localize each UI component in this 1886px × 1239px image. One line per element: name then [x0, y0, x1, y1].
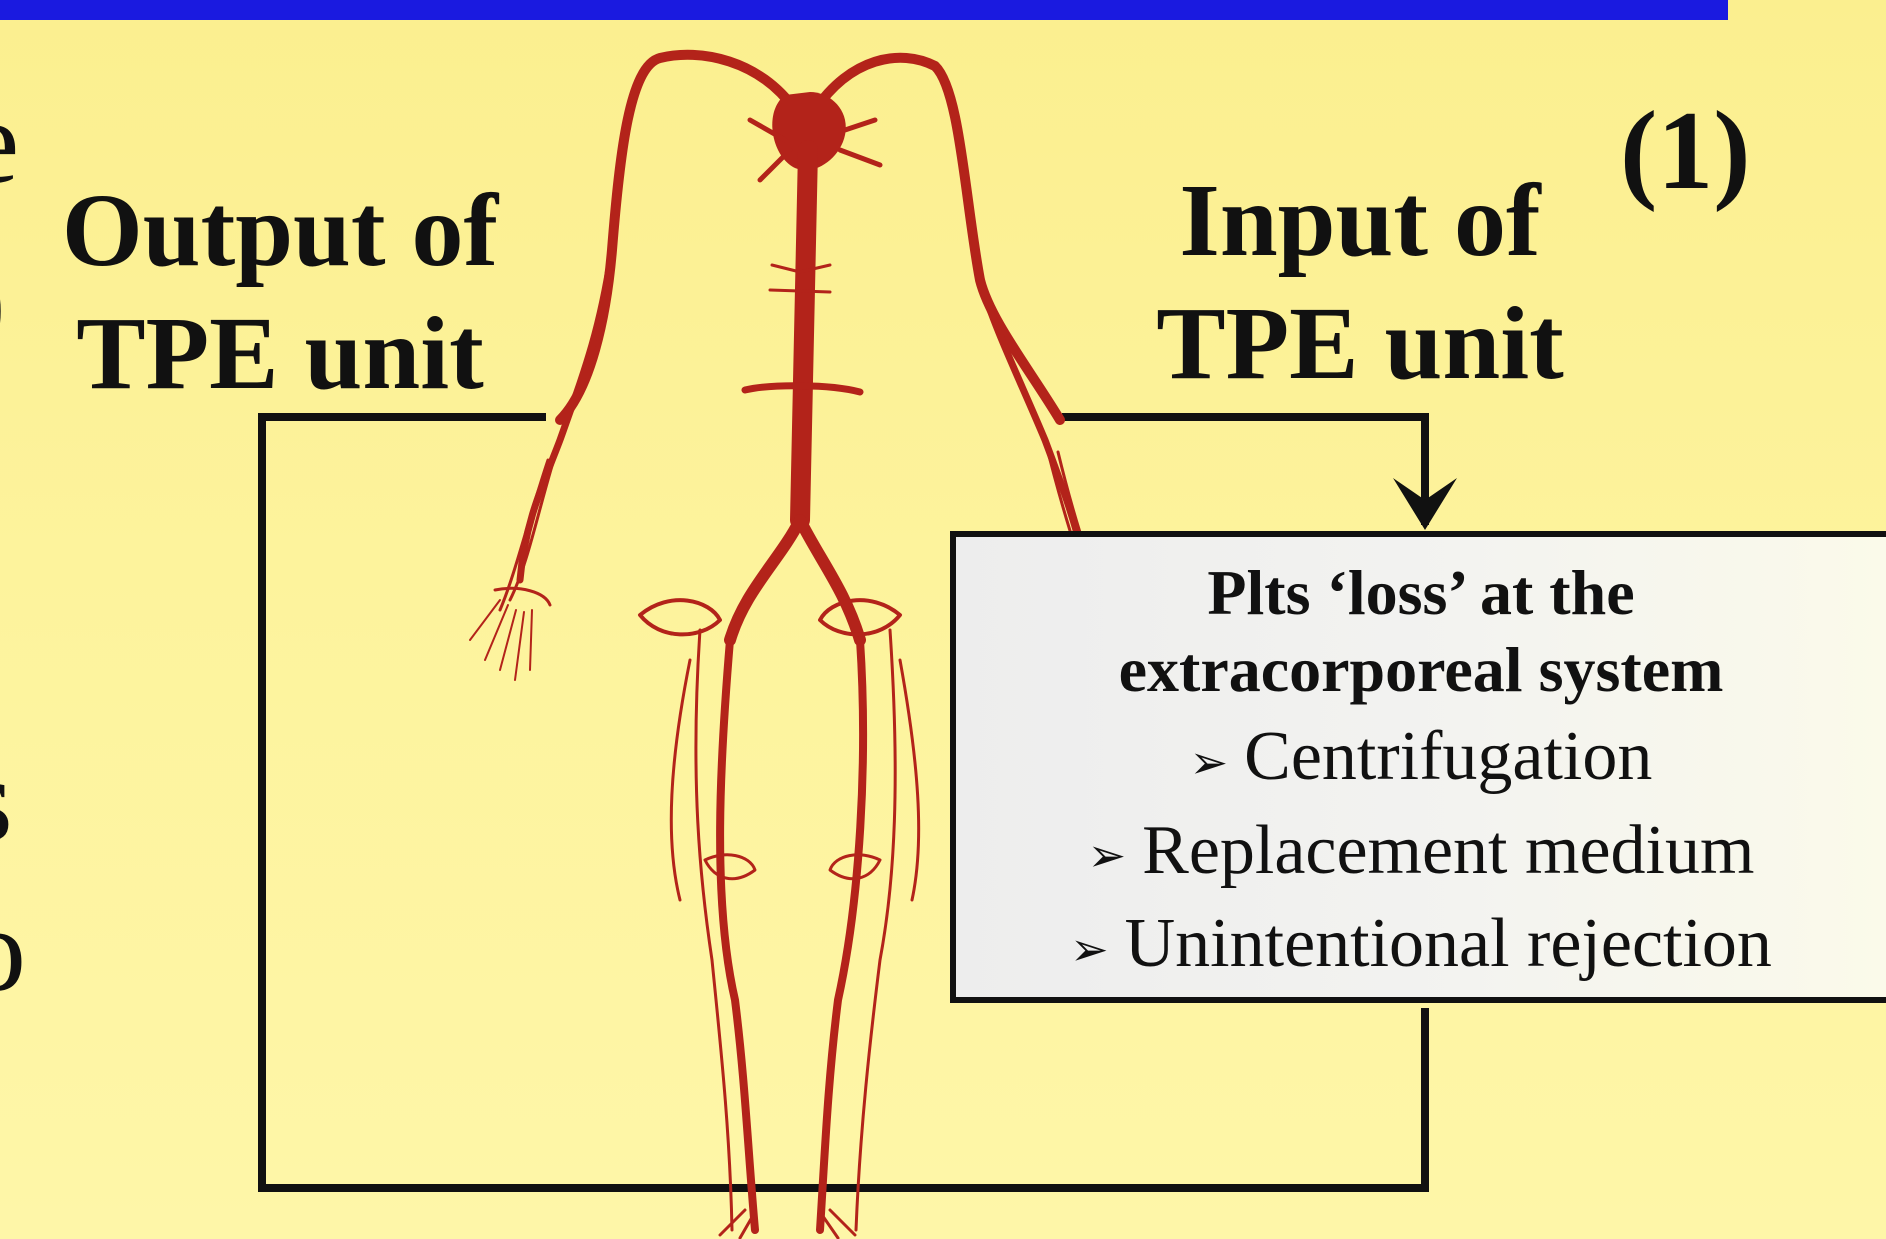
arrow-bullet-icon: ➢ — [1088, 830, 1127, 881]
leg-right-main — [820, 640, 863, 1230]
title-line1: Plts ‘loss’ at the — [956, 555, 1886, 632]
input-of-tpe-unit-label: Input of TPE unit — [1120, 160, 1600, 405]
aortic-arch-left — [560, 55, 795, 420]
platelet-loss-box: Plts ‘loss’ at the extracorporeal system… — [950, 531, 1886, 1003]
figure-number-label: (1) — [1620, 85, 1751, 217]
input-label-line1: Input of — [1120, 160, 1600, 283]
hand-left — [470, 600, 532, 680]
platelet-loss-title: Plts ‘loss’ at the extracorporeal system — [956, 555, 1886, 709]
title-line2: extracorporeal system — [956, 632, 1886, 709]
output-label-line2: TPE unit — [40, 293, 520, 416]
pelvis-left — [640, 600, 720, 634]
arrow-bullet-icon: ➢ — [1190, 737, 1229, 788]
item-text: Centrifugation — [1244, 718, 1652, 795]
aortic-arch-right — [815, 58, 1060, 420]
item-text: Unintentional rejection — [1125, 905, 1772, 982]
item-text: Replacement medium — [1142, 812, 1754, 889]
iliac-left — [730, 520, 800, 640]
arm-right — [980, 280, 1085, 565]
list-item: ➢ Replacement medium — [956, 807, 1886, 901]
loss-causes-list: ➢ Centrifugation ➢ Replacement medium ➢ Uni… — [956, 713, 1886, 995]
descending-aorta — [800, 150, 808, 520]
arrow-bullet-icon: ➢ — [1070, 924, 1109, 975]
output-label-line1: Output of — [40, 170, 520, 293]
feet — [720, 1210, 855, 1238]
leg-left-main — [720, 640, 755, 1230]
knee-left — [705, 855, 755, 879]
output-of-tpe-unit-label: Output of TPE unit — [40, 170, 520, 415]
input-label-line2: TPE unit — [1120, 283, 1600, 406]
iliac-right — [800, 520, 860, 640]
list-item: ➢ Unintentional rejection — [956, 900, 1886, 994]
list-item: ➢ Centrifugation — [956, 713, 1886, 807]
input-line — [1062, 417, 1425, 525]
